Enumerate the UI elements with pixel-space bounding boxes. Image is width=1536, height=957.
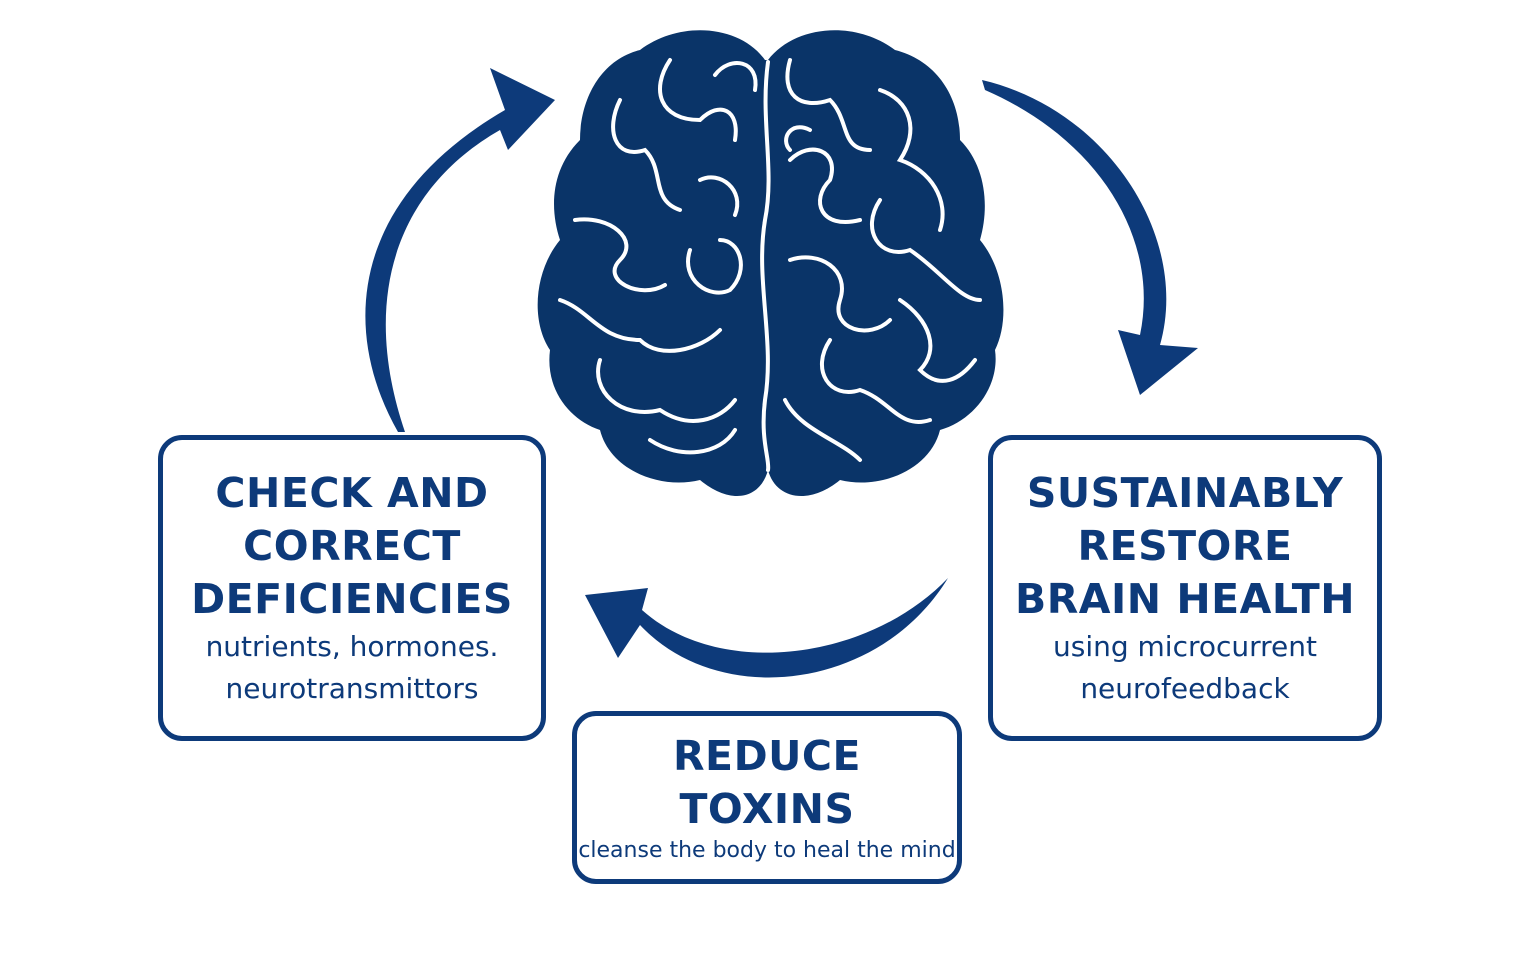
step-title: CHECK AND CORRECT DEFICIENCIES (191, 467, 513, 626)
step-subtitle: nutrients, hormones. neurotransmittors (206, 626, 499, 710)
subtitle-line: neurotransmittors (225, 671, 479, 705)
arrow-left-up (365, 68, 555, 432)
step-title: REDUCE TOXINS (673, 730, 861, 836)
title-line: CHECK AND (215, 468, 489, 517)
title-line: DEFICIENCIES (191, 574, 513, 623)
title-line: CORRECT (243, 521, 461, 570)
brain-icon (537, 30, 1004, 497)
subtitle-line: nutrients, hormones. (205, 629, 499, 663)
subtitle-line: using microcurrent (1052, 629, 1318, 663)
step-check-correct-deficiencies: CHECK AND CORRECT DEFICIENCIES nutrients… (158, 435, 546, 741)
subtitle-line: cleanse the body to heal the mind (578, 837, 956, 863)
title-line: SUSTAINABLY (1026, 468, 1344, 517)
arrow-bottom-left (585, 578, 948, 678)
cycle-arrow-icon (365, 68, 1198, 678)
step-restore-brain-health: SUSTAINABLY RESTORE BRAIN HEALTH using m… (988, 435, 1382, 741)
title-line: BRAIN HEALTH (1014, 574, 1356, 623)
step-reduce-toxins: REDUCE TOXINS cleanse the body to heal t… (572, 711, 962, 884)
step-subtitle: using microcurrent neurofeedback (1053, 626, 1317, 710)
title-line: RESTORE (1077, 521, 1293, 570)
arrow-right-down (982, 80, 1198, 395)
title-line: REDUCE (672, 731, 861, 780)
step-title: SUSTAINABLY RESTORE BRAIN HEALTH (1015, 467, 1355, 626)
title-line: TOXINS (679, 784, 855, 833)
step-subtitle: cleanse the body to heal the mind (578, 836, 955, 866)
subtitle-line: neurofeedback (1080, 671, 1290, 705)
